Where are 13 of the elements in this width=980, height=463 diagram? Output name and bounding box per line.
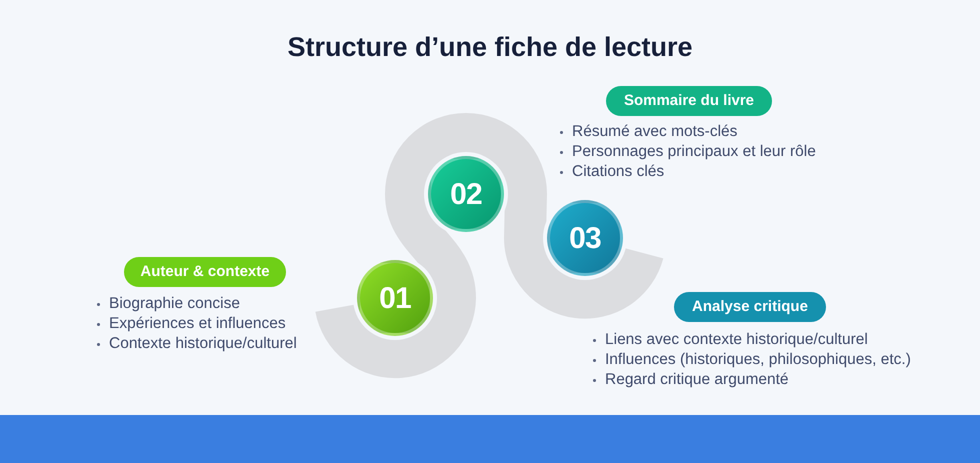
bullet-text: Citations clés bbox=[572, 162, 664, 182]
section-pill: Analyse critique bbox=[674, 292, 826, 322]
bullet-text: Liens avec contexte historique/culturel bbox=[605, 330, 868, 350]
section-pill: Auteur & contexte bbox=[124, 257, 286, 287]
bullet-text: Biographie concise bbox=[109, 294, 240, 314]
bullet-text: Expériences et influences bbox=[109, 314, 286, 334]
bullet-text: Résumé avec mots-clés bbox=[572, 122, 738, 142]
bullet-text: Contexte historique/culturel bbox=[109, 334, 297, 354]
bullet-text: Regard critique argumenté bbox=[605, 370, 789, 390]
section-pill: Sommaire du livre bbox=[606, 86, 772, 116]
bullet-text: Personnages principaux et leur rôle bbox=[572, 142, 816, 162]
diagram-title: Structure d’une fiche de lecture bbox=[286, 31, 694, 64]
bullet-text: Influences (historiques, philosophiques, etc.) bbox=[605, 350, 911, 370]
